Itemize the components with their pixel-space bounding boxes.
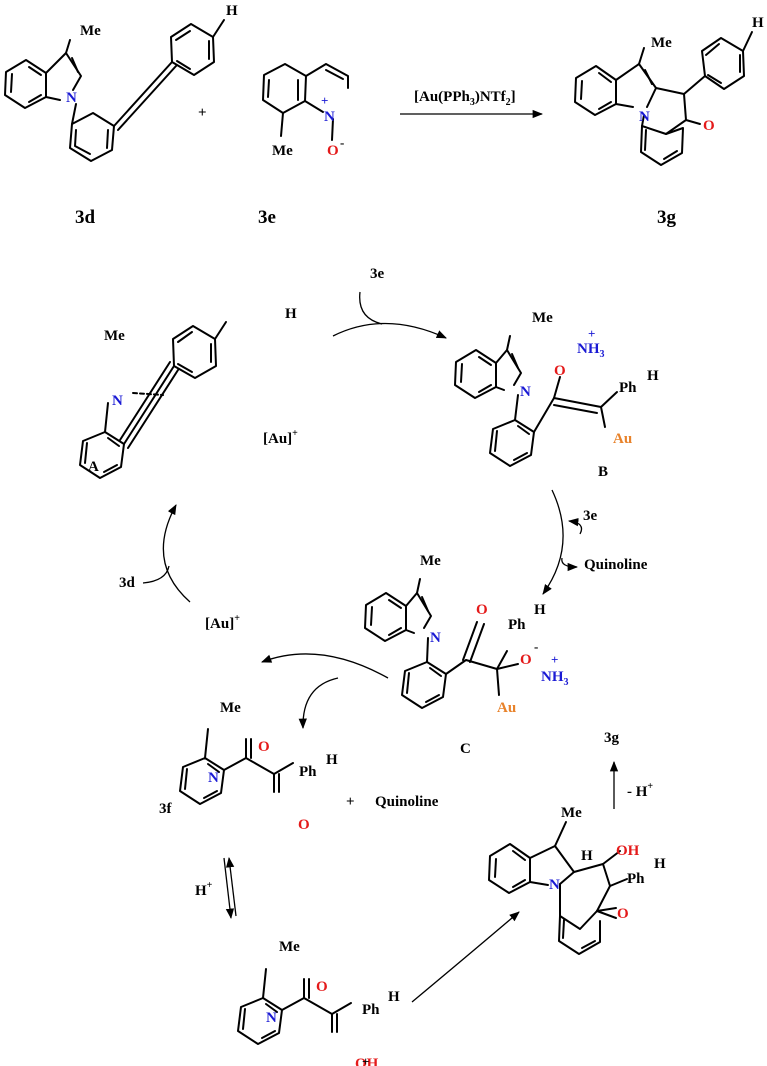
gold-catalyst-label: [Au(PPh3)NTf2] — [414, 89, 516, 108]
arrow-C-to-catalyst — [261, 653, 389, 679]
nitrogen-charge-plus: + — [321, 93, 328, 108]
arrow-B-to-C — [542, 489, 564, 595]
ammonium-nitrogen: NH3 — [577, 341, 605, 360]
oxygen-charge-minus: - — [534, 639, 538, 654]
methyl-label: Me — [220, 700, 241, 716]
reagent-entry-curve — [359, 291, 383, 325]
hydroxy-oxygen: OH — [355, 1056, 379, 1066]
label-B: B — [598, 464, 608, 480]
arrow-cyclization — [411, 911, 520, 1003]
phenyl-label: Ph — [362, 1002, 380, 1018]
ammonium-nitrogen: NH3 — [541, 669, 569, 688]
label-3f: 3f — [159, 801, 173, 817]
gold-pi-complex-label: [Au]+ — [263, 428, 298, 447]
oxygen-charge-minus: - — [340, 135, 344, 150]
cyclized-alcohol-intermediate: Me H N OH Ph H O — [488, 805, 666, 955]
enol-oxygen: O — [554, 363, 566, 379]
catalyst-label: [Au]+ — [205, 613, 240, 632]
indole-nitrogen: N — [208, 770, 219, 786]
label-C: C — [460, 741, 471, 757]
methyl-label: Me — [561, 805, 582, 821]
label-3e: 3e — [258, 207, 276, 228]
methyl-label: Me — [279, 939, 300, 955]
label-3d: 3d — [75, 207, 96, 228]
ketone-oxygen: O — [316, 979, 328, 995]
indole-nitrogen: N — [549, 877, 560, 893]
methyl-label: Me — [80, 23, 101, 39]
plus-sign-reactants: + — [198, 105, 207, 121]
indole-nitrogen: N — [520, 384, 531, 400]
protonated-diketone: Me N O OH + Ph H — [237, 939, 400, 1066]
hydrogen-label: H — [534, 602, 546, 618]
diketone-3f: Me N O O Ph H 3f — [159, 700, 338, 833]
quinoline-release-arrow — [561, 557, 579, 572]
ketone-oxygen: O — [617, 906, 629, 922]
arrow-catalyst-to-A — [162, 504, 191, 603]
methyl-label: Me — [532, 310, 553, 326]
label-A: A — [88, 459, 99, 475]
proton-label: H+ — [195, 880, 213, 899]
indole-nitrogen: N — [639, 109, 650, 125]
gold-label: Au — [497, 700, 516, 716]
indole-nitrogen: N — [266, 1010, 277, 1026]
ketone-oxygen-1: O — [258, 739, 270, 755]
phenyl-label: Ph — [299, 764, 317, 780]
label-3g: 3g — [657, 207, 677, 228]
product-3g-label: 3g — [604, 730, 620, 746]
hydrogen-label: H — [326, 752, 338, 768]
equilibrium-arrows — [223, 856, 237, 920]
hydroxy-oxygen: OH — [616, 843, 640, 859]
deprotonation-label: - H+ — [627, 781, 653, 800]
n-oxide-oxygen: O — [327, 143, 339, 159]
phenyl-label: Ph — [619, 380, 637, 396]
indole-nitrogen: N — [112, 393, 123, 409]
hydrogen-label: H — [752, 15, 764, 31]
plus-sign-cycle: + — [346, 794, 355, 810]
indole-nitrogen: N — [66, 90, 77, 106]
methyl-label: Me — [651, 35, 672, 51]
ketone-oxygen: O — [703, 118, 715, 134]
hydrogen-label: H — [285, 306, 297, 322]
methyl-label: Me — [272, 143, 293, 159]
ammonium-charge-plus: + — [551, 652, 558, 667]
hydrogen-label: H — [388, 989, 400, 1005]
ammonium-charge-plus: + — [588, 326, 595, 341]
phenyl-label: Ph — [508, 617, 526, 633]
product-3g: Me N O H 3g — [574, 15, 764, 228]
hydrogen-label: H — [654, 856, 666, 872]
reactant-3e-quinoline-n-oxide: Me N + O - 3e — [258, 63, 349, 228]
ketone-oxygen-2: O — [298, 817, 310, 833]
hydrogen-label: H — [226, 3, 238, 19]
oxonium-charge-plus: + — [362, 1054, 369, 1066]
methyl-label: Me — [104, 328, 125, 344]
reagent-3e-entry-arrow — [567, 517, 583, 535]
alkoxide-oxygen: O — [520, 652, 532, 668]
gold-label: Au — [613, 431, 632, 447]
reagent-3e-right: 3e — [583, 508, 598, 524]
indole-nitrogen: N — [430, 630, 441, 646]
reagent-3d: 3d — [119, 575, 136, 591]
reagent-3d-entry-curve — [142, 565, 170, 584]
hydrogen-label: H — [647, 368, 659, 384]
intermediate-B: Me N O NH3 + Ph H Au B — [454, 310, 659, 480]
reagent-3e-top: 3e — [370, 266, 385, 282]
quinoline-coproduct-label: Quinoline — [375, 794, 439, 810]
methyl-label: Me — [420, 553, 441, 569]
ketone-oxygen: O — [476, 602, 488, 618]
arrow-A-to-B — [332, 322, 447, 339]
quinoline-release-label: Quinoline — [584, 557, 648, 573]
quinoline-nitrogen: N — [324, 109, 335, 125]
reaction-arrow-with-catalyst: [Au(PPh3)NTf2] — [400, 89, 544, 119]
intermediate-C: Me N O Ph H O - NH3 + Au C — [364, 553, 569, 757]
reactant-3d: Me N H 3d — [4, 3, 238, 228]
intermediate-A: Me N H [Au]+ A — [79, 306, 298, 479]
arrow-C-to-3f — [298, 677, 339, 730]
ring-junction-hydrogen: H — [581, 848, 593, 864]
phenyl-label: Ph — [627, 871, 645, 887]
